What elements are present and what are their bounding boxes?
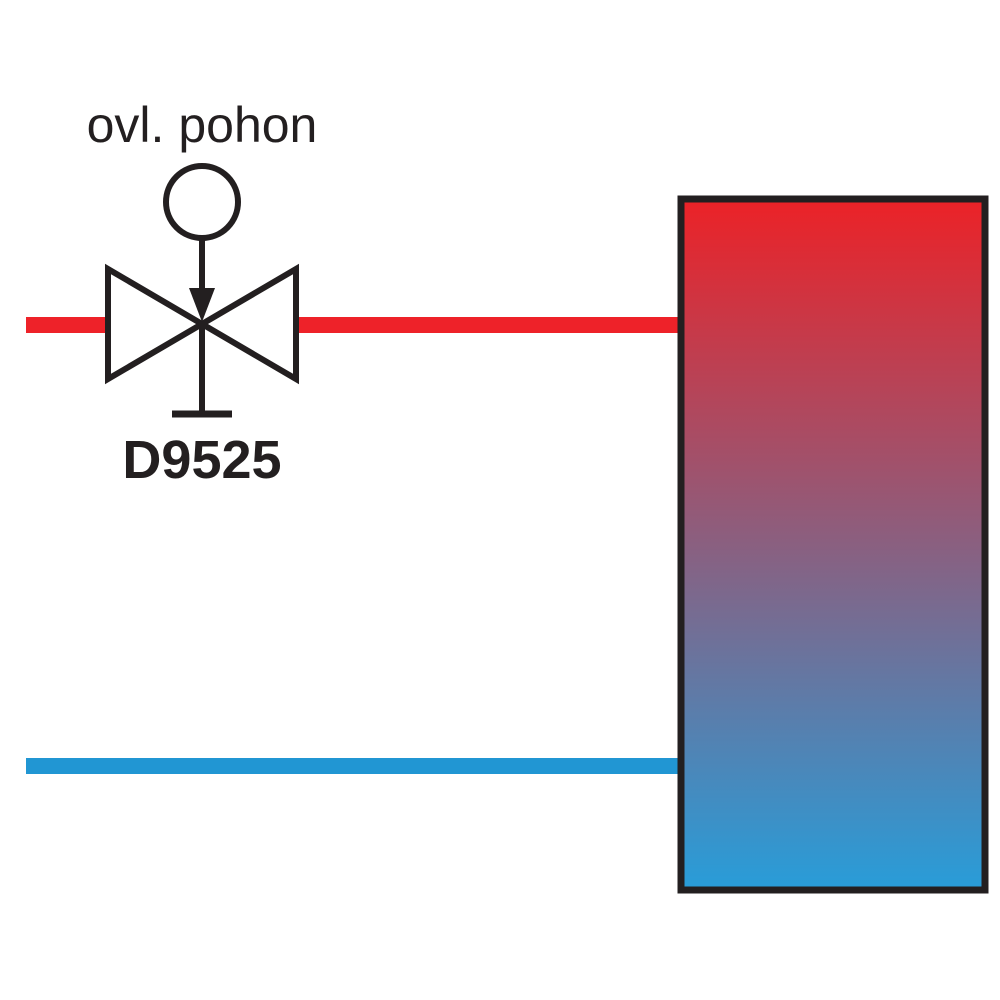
- valve-model-label: D9525: [122, 430, 281, 490]
- three-way-valve-icon: [105, 240, 299, 418]
- valve-body-left: [105, 263, 208, 385]
- actuator-circle-icon: [163, 163, 241, 241]
- valve-stem-arrow: [189, 288, 215, 322]
- actuator-label: ovl. pohon: [87, 97, 318, 153]
- valve-body-right: [196, 263, 299, 385]
- storage-tank: [677, 195, 989, 894]
